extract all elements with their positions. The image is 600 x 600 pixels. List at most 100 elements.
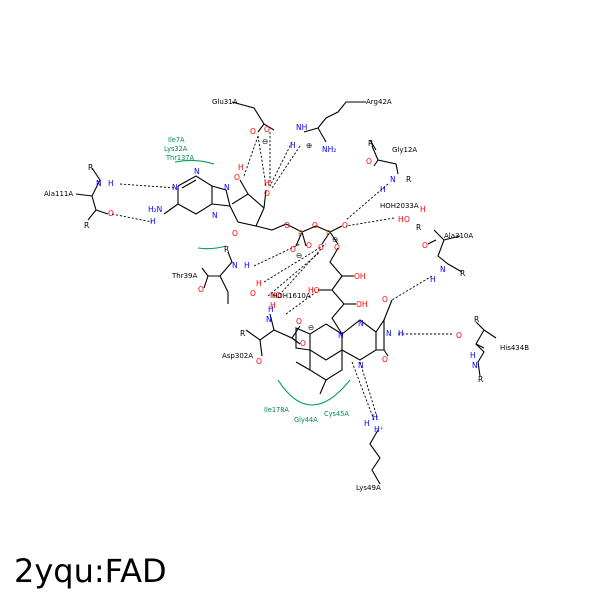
hydrophobic-residue-labels: Ile7A Lys32A Thr137A Ile178A Gly44A Cys4… [164,136,349,424]
ala310-h: H [430,275,436,284]
ribose-o: O [232,229,238,238]
page-title: 2yqu:FAD [14,552,167,590]
ribityl-oh1: OH [354,272,366,281]
ala111-h: H [108,179,114,188]
adenine-ribose-bonds [163,175,287,231]
iso-o2: O [382,295,388,304]
his434-r2: R [478,375,483,384]
residue-atom-labels: O O ⊖ NH H ⊕ NH₂ R O N H R R N H O R H O… [84,123,483,434]
gly12-o: O [366,157,372,166]
hydrophobic-cys45: Cys45A [324,410,349,418]
residue-asp302: Asp302A [222,352,253,360]
residue-his434: His434B [500,344,529,352]
his434-r: R [474,315,479,324]
arg42-charge: ⊕ [306,141,312,150]
ala111-r: R [88,163,93,172]
ribityl-bonds [318,247,356,335]
gly12-r: R [368,139,373,148]
adenine-h: H [150,217,156,226]
pa-o1: O [290,245,296,254]
hydrophobic-contacts [174,159,351,406]
residue-arg42: Arg42A [366,98,392,106]
adenine-n7: N [224,183,230,192]
asp302-h: H [268,305,274,314]
asp302-r: R [240,329,245,338]
gly12-h: H [380,185,386,194]
lys49-nz: H⁺ [374,425,384,434]
residue-lys49: Lys49A [356,484,381,492]
gly12-r2: R [406,175,411,184]
hydrophobic-ile7: Ile7A [168,136,185,144]
ribityl-oh3: OH [356,300,368,309]
ala111-o: O [108,209,114,218]
pyrophosphate-bonds [285,223,343,247]
residue-ala111: Ala111A [44,190,73,198]
thr39-n: N [232,261,238,270]
ribose-o2: O [234,173,240,182]
adenine-n9: N [212,211,218,220]
ribose-h3: H [264,179,270,188]
pa-o2: O [306,241,312,250]
ala111-n: N [96,179,102,188]
his434-o: O [456,331,462,340]
residue-glu31: Glu31A [212,98,238,106]
arg42-nh: NH [296,123,307,132]
hoh2033-h: H [398,215,404,224]
asp302-o: O [256,357,262,366]
phosphorus-b: P [326,229,331,238]
thr39-og: O [250,289,256,298]
o5: O [284,221,290,230]
pb-o: O [342,221,348,230]
thr39-o: O [198,285,204,294]
ribose-o3: O [264,189,270,198]
hoh2033-h2: H [420,205,426,214]
asp302-od2: O [300,339,306,348]
residue-hoh1610: HOH1610A [272,292,311,300]
ligand-atom-labels: N N N N H₂N H O O H O H O P O P O O O O … [148,163,404,370]
adenine-h2n: H₂N [148,205,162,214]
asp302-charge: ⊖ [308,323,314,332]
thr39-r: R [224,245,229,254]
isoalloxazine-bonds [295,299,393,395]
arg42-nh2: NH₂ [322,145,336,154]
hydrophobic-thr137: Thr137A [165,154,195,162]
ala310-r2: R [460,269,465,278]
iso-n5: N [358,361,364,370]
hydrophobic-lys32: Lys32A [164,145,188,153]
iso-n10: N [338,331,344,340]
ribose-h2: H [238,163,244,172]
hydrophobic-gly44: Gly44A [294,416,318,424]
hoh1610-ho: HO [270,291,282,300]
thr39-hg: H [256,279,262,288]
pb-charge: ⊖ [332,235,338,244]
residue-bonds [75,101,497,485]
ala310-r: R [416,223,421,232]
residue-gly12: Gly12A [392,146,417,154]
thr39-h: H [244,261,250,270]
ribityl-ho: HO [308,286,320,295]
residue-hoh2033: HOH2033A [380,202,419,210]
ala310-n: N [440,265,446,274]
glu31-o1: O [250,127,256,136]
pb-o2: O [334,243,340,252]
lys49-h2: H [372,413,378,422]
gly12-n: N [390,175,396,184]
iso-n1: N [358,319,364,328]
glu31-charge: ⊖ [262,137,268,146]
adenine-n3: N [172,183,178,192]
his434-h: H [470,351,476,360]
hydrogen-bonds [111,132,454,421]
adenine-n1: N [194,167,200,176]
ala310-o: O [422,241,428,250]
glu31-o2: O [264,125,270,134]
iso-o4: O [382,355,388,364]
hoh2033-o: O [404,215,410,224]
residue-labels: Glu31A Arg42A Gly12A Ala111A HOH2033A Al… [44,98,529,492]
iso-n3h: H [398,329,404,338]
arg42-h: H [290,141,296,150]
lys49-h1: H [364,419,370,428]
asp302-od1: O [296,317,302,326]
residue-ala310: Ala310A [444,232,473,240]
hoh1610-h: H [270,301,276,310]
